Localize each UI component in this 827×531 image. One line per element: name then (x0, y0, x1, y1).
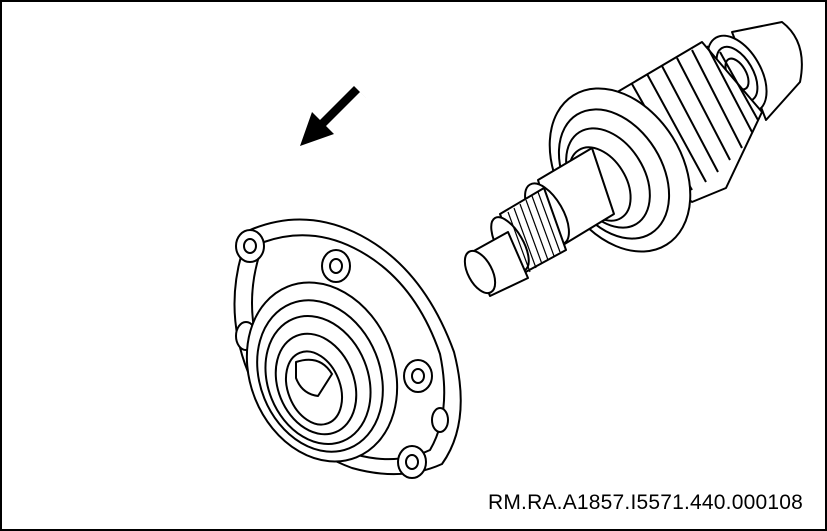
pinion-shaft-assembly (463, 21, 803, 297)
figure-reference-code: RM.RA.A1857.I5571.440.000108 (488, 491, 803, 514)
arrow-down-left-icon (300, 86, 366, 146)
bearing-retainer-housing (233, 218, 462, 479)
shaft-tip (463, 231, 529, 297)
mounting-lugs (235, 229, 449, 479)
retainer-bearing (245, 281, 399, 463)
